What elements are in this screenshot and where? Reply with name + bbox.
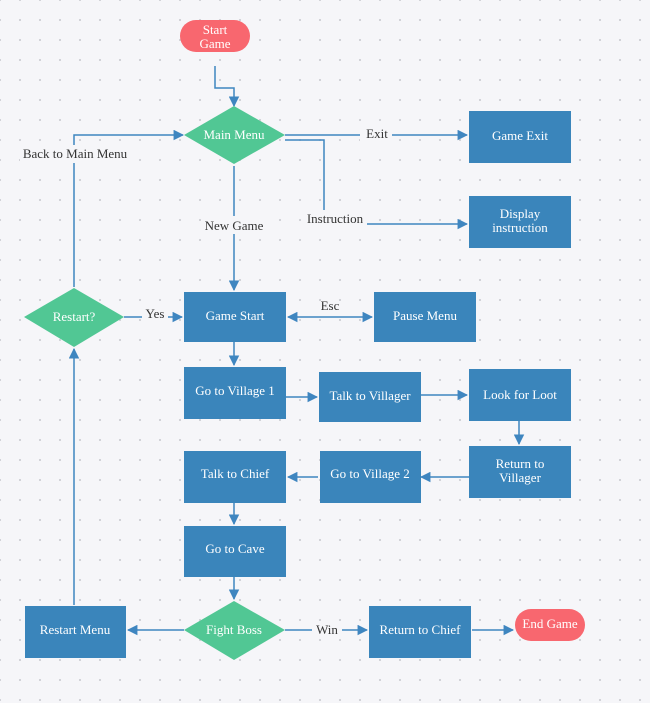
process-shape	[320, 451, 421, 503]
node-main-menu[interactable]: Main Menu	[184, 106, 285, 164]
node-go-to-village-1[interactable]: Go to Village 1	[184, 367, 286, 419]
node-start-game[interactable]: Start Game	[180, 20, 250, 52]
node-go-to-cave[interactable]: Go to Cave	[184, 526, 286, 577]
decision-shape	[184, 601, 285, 660]
node-restart-menu[interactable]: Restart Menu	[25, 606, 126, 658]
edge-start-to-main-menu	[214, 66, 240, 108]
node-return-to-chief[interactable]: Return to Chief	[369, 606, 471, 658]
node-look-for-loot[interactable]: Look for Loot	[469, 369, 571, 421]
edge-label-esc: Esc	[321, 298, 340, 313]
node-label-fight-boss: Fight Boss	[206, 622, 262, 637]
edges-layer	[68, 66, 525, 636]
process-shape	[184, 526, 286, 577]
node-label-look-for-loot: Look for Loot	[483, 387, 557, 402]
node-label-main-menu: Main Menu	[203, 127, 265, 142]
node-label-return-to-villager-line2: Villager	[499, 470, 541, 485]
node-label-pause-menu: Pause Menu	[393, 308, 457, 323]
process-shape	[469, 111, 571, 163]
node-game-exit[interactable]: Game Exit	[469, 111, 571, 163]
nodes-layer: Start Game Main Menu Game Exit Display i…	[24, 20, 585, 660]
node-display-instruction[interactable]: Display instruction	[469, 196, 571, 248]
node-return-to-villager[interactable]: Return to Villager	[469, 446, 571, 498]
node-go-to-village-2[interactable]: Go to Village 2	[320, 451, 421, 503]
node-label-start-game-line1: Start	[203, 22, 228, 37]
process-shape	[25, 606, 126, 658]
edge-label-instruction: Instruction	[307, 211, 364, 226]
node-restart-decision[interactable]: Restart?	[24, 288, 124, 347]
process-shape	[369, 606, 471, 658]
decision-shape	[24, 288, 124, 347]
node-label-return-to-chief: Return to Chief	[380, 622, 462, 637]
edge-label-back-to-main-menu: Back to Main Menu	[23, 146, 128, 161]
node-label-end-game: End Game	[522, 616, 577, 631]
node-label-display-instruction-line1: Display	[500, 206, 541, 221]
node-label-game-exit: Game Exit	[492, 128, 548, 143]
process-shape	[469, 446, 571, 498]
node-label-talk-to-villager: Talk to Villager	[329, 388, 411, 403]
edge-label-exit: Exit	[366, 126, 388, 141]
edge-labels-layer: Exit Instruction New Game Back to Main M…	[20, 125, 392, 639]
terminal-shape	[180, 20, 250, 52]
edge-restart-to-main-menu	[73, 129, 185, 287]
edge-main-menu-to-instruction	[285, 139, 469, 230]
process-shape	[184, 451, 286, 503]
node-label-display-instruction-line2: instruction	[492, 220, 548, 235]
process-shape	[469, 369, 571, 421]
decision-shape	[184, 106, 285, 164]
process-shape	[374, 292, 476, 342]
terminal-shape	[515, 609, 585, 641]
node-label-go-to-village-1: Go to Village 1	[195, 383, 275, 398]
node-label-restart-decision: Restart?	[53, 309, 96, 324]
node-fight-boss[interactable]: Fight Boss	[184, 601, 285, 660]
node-label-return-to-villager-line1: Return to	[496, 456, 545, 471]
process-shape	[469, 196, 571, 248]
node-label-restart-menu: Restart Menu	[40, 622, 111, 637]
node-end-game[interactable]: End Game	[515, 609, 585, 641]
edge-label-new-game: New Game	[205, 218, 264, 233]
node-pause-menu[interactable]: Pause Menu	[374, 292, 476, 342]
node-game-start[interactable]: Game Start	[184, 292, 286, 342]
node-label-game-start: Game Start	[206, 308, 265, 323]
node-label-talk-to-chief: Talk to Chief	[201, 466, 270, 481]
node-talk-to-chief[interactable]: Talk to Chief	[184, 451, 286, 503]
edge-label-win: Win	[316, 622, 338, 637]
process-shape	[184, 367, 286, 419]
node-label-go-to-village-2: Go to Village 2	[330, 466, 410, 481]
node-label-start-game-line2: Game	[199, 36, 230, 51]
process-shape	[184, 292, 286, 342]
node-label-go-to-cave: Go to Cave	[205, 541, 264, 556]
process-shape	[319, 372, 421, 422]
node-talk-to-villager[interactable]: Talk to Villager	[319, 372, 421, 422]
edge-label-yes: Yes	[146, 306, 165, 321]
